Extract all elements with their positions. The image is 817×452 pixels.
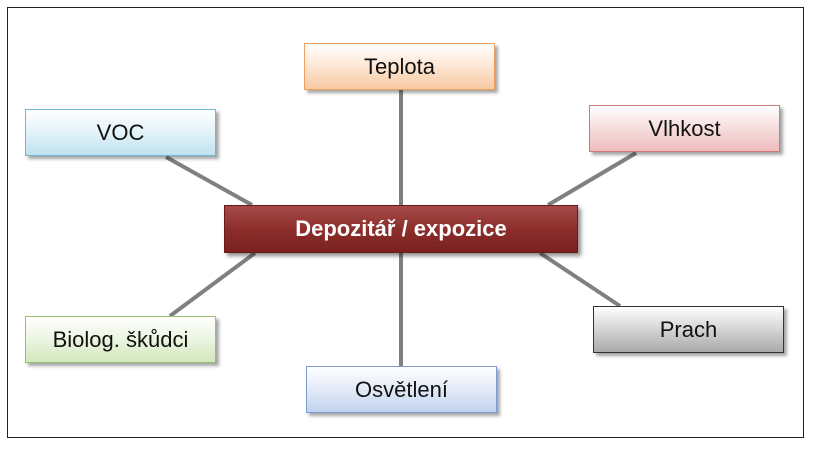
center-node: Depozitář / expozice (224, 205, 578, 253)
node-prach-label: Prach (659, 316, 718, 342)
node-biolog-label: Biolog. škůdci (52, 326, 189, 352)
node-vlhkost-label: Vlhkost (648, 115, 721, 141)
node-voc-label: VOC (96, 119, 145, 145)
node-vlhkost: Vlhkost (589, 105, 780, 152)
node-prach: Prach (593, 306, 784, 353)
node-biolog-skudci: Biolog. škůdci (25, 316, 216, 363)
center-node-label: Depozitář / expozice (295, 216, 507, 241)
node-voc: VOC (25, 109, 216, 156)
node-osvetleni-label: Osvětlení (355, 376, 448, 402)
connector-voc (165, 155, 253, 207)
connector-prach (538, 251, 622, 308)
node-teplota-label: Teplota (364, 53, 435, 79)
connector-biolog (168, 251, 257, 318)
node-osvetleni: Osvětlení (306, 366, 497, 413)
connector-vlhkost (546, 151, 638, 207)
node-teplota: Teplota (304, 43, 495, 90)
